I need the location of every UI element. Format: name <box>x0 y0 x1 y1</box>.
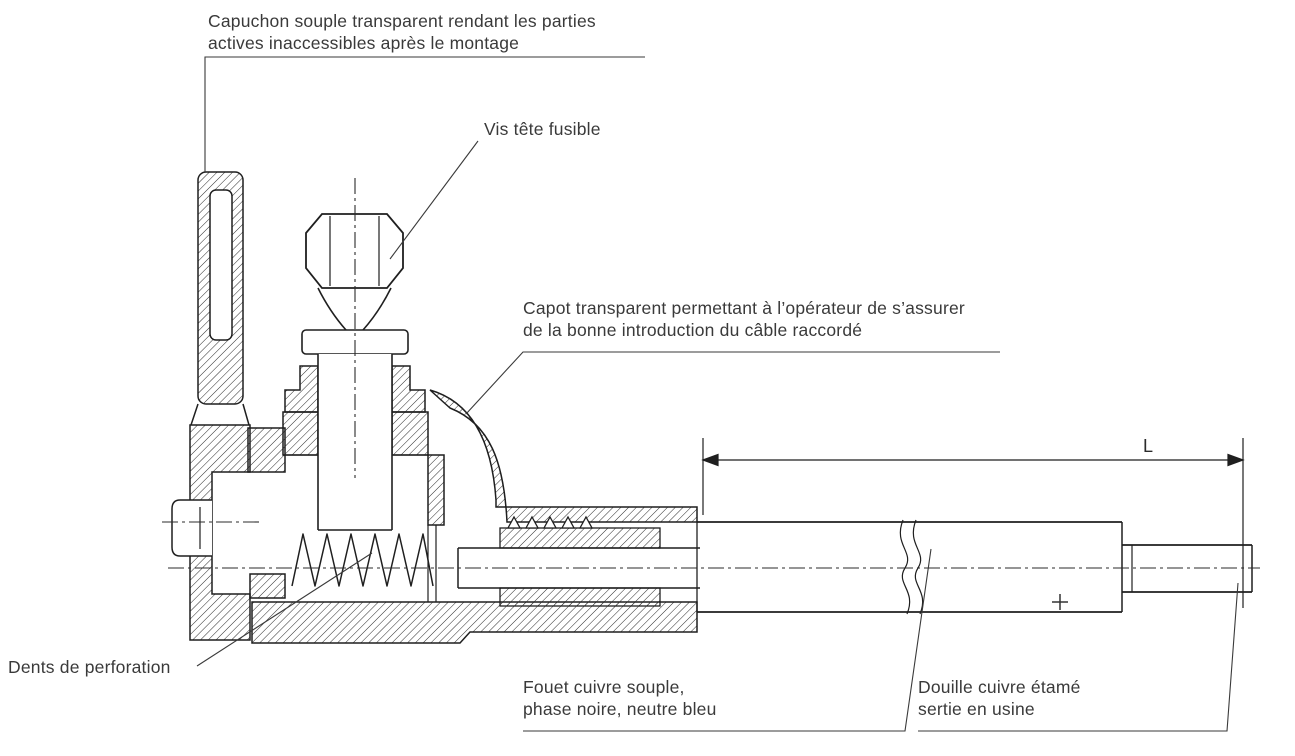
label-vis: Vis tête fusible <box>484 118 601 140</box>
label-dents-text: Dents de perforation <box>8 657 171 677</box>
arrowhead-left-icon <box>701 453 719 467</box>
connector-body <box>251 365 698 644</box>
label-capuchon-line2: actives inaccessibles après le montage <box>208 33 520 53</box>
leader-capot <box>465 351 1000 415</box>
leader-vis <box>389 140 479 260</box>
dimension-L-label: L <box>1143 436 1154 456</box>
label-fouet-line1: Fouet cuivre souple, <box>523 677 685 697</box>
label-capuchon: Capuchon souple transparent rendant les … <box>208 10 596 54</box>
leader-capuchon <box>204 56 645 172</box>
dimension-L <box>701 438 1245 608</box>
crosshair-cursor-icon[interactable] <box>1052 594 1068 610</box>
spring <box>291 533 434 587</box>
label-douille: Douille cuivre étamé sertie en usine <box>918 676 1081 720</box>
centerlines <box>162 178 1260 569</box>
leader-douille <box>918 582 1239 732</box>
label-fouet-line2: phase noire, neutre bleu <box>523 699 717 719</box>
capuchon-cap <box>171 171 286 641</box>
crimp-contact <box>499 515 661 607</box>
leader-lines <box>196 56 1239 732</box>
perforation-teeth-icon <box>506 515 594 529</box>
label-dents: Dents de perforation <box>8 656 171 678</box>
label-capot-line1: Capot transparent permettant à l’opérate… <box>523 298 965 318</box>
label-douille-line2: sertie en usine <box>918 699 1035 719</box>
label-capuchon-line1: Capuchon souple transparent rendant les … <box>208 11 596 31</box>
label-vis-text: Vis tête fusible <box>484 119 601 139</box>
label-douille-line1: Douille cuivre étamé <box>918 677 1081 697</box>
label-fouet: Fouet cuivre souple, phase noire, neutre… <box>523 676 717 720</box>
leader-fouet <box>523 548 932 732</box>
label-capot-line2: de la bonne introduction du câble raccor… <box>523 320 863 340</box>
leader-dents <box>196 552 373 667</box>
arrowhead-right-icon <box>1227 453 1245 467</box>
label-capot: Capot transparent permettant à l’opérate… <box>523 297 965 341</box>
